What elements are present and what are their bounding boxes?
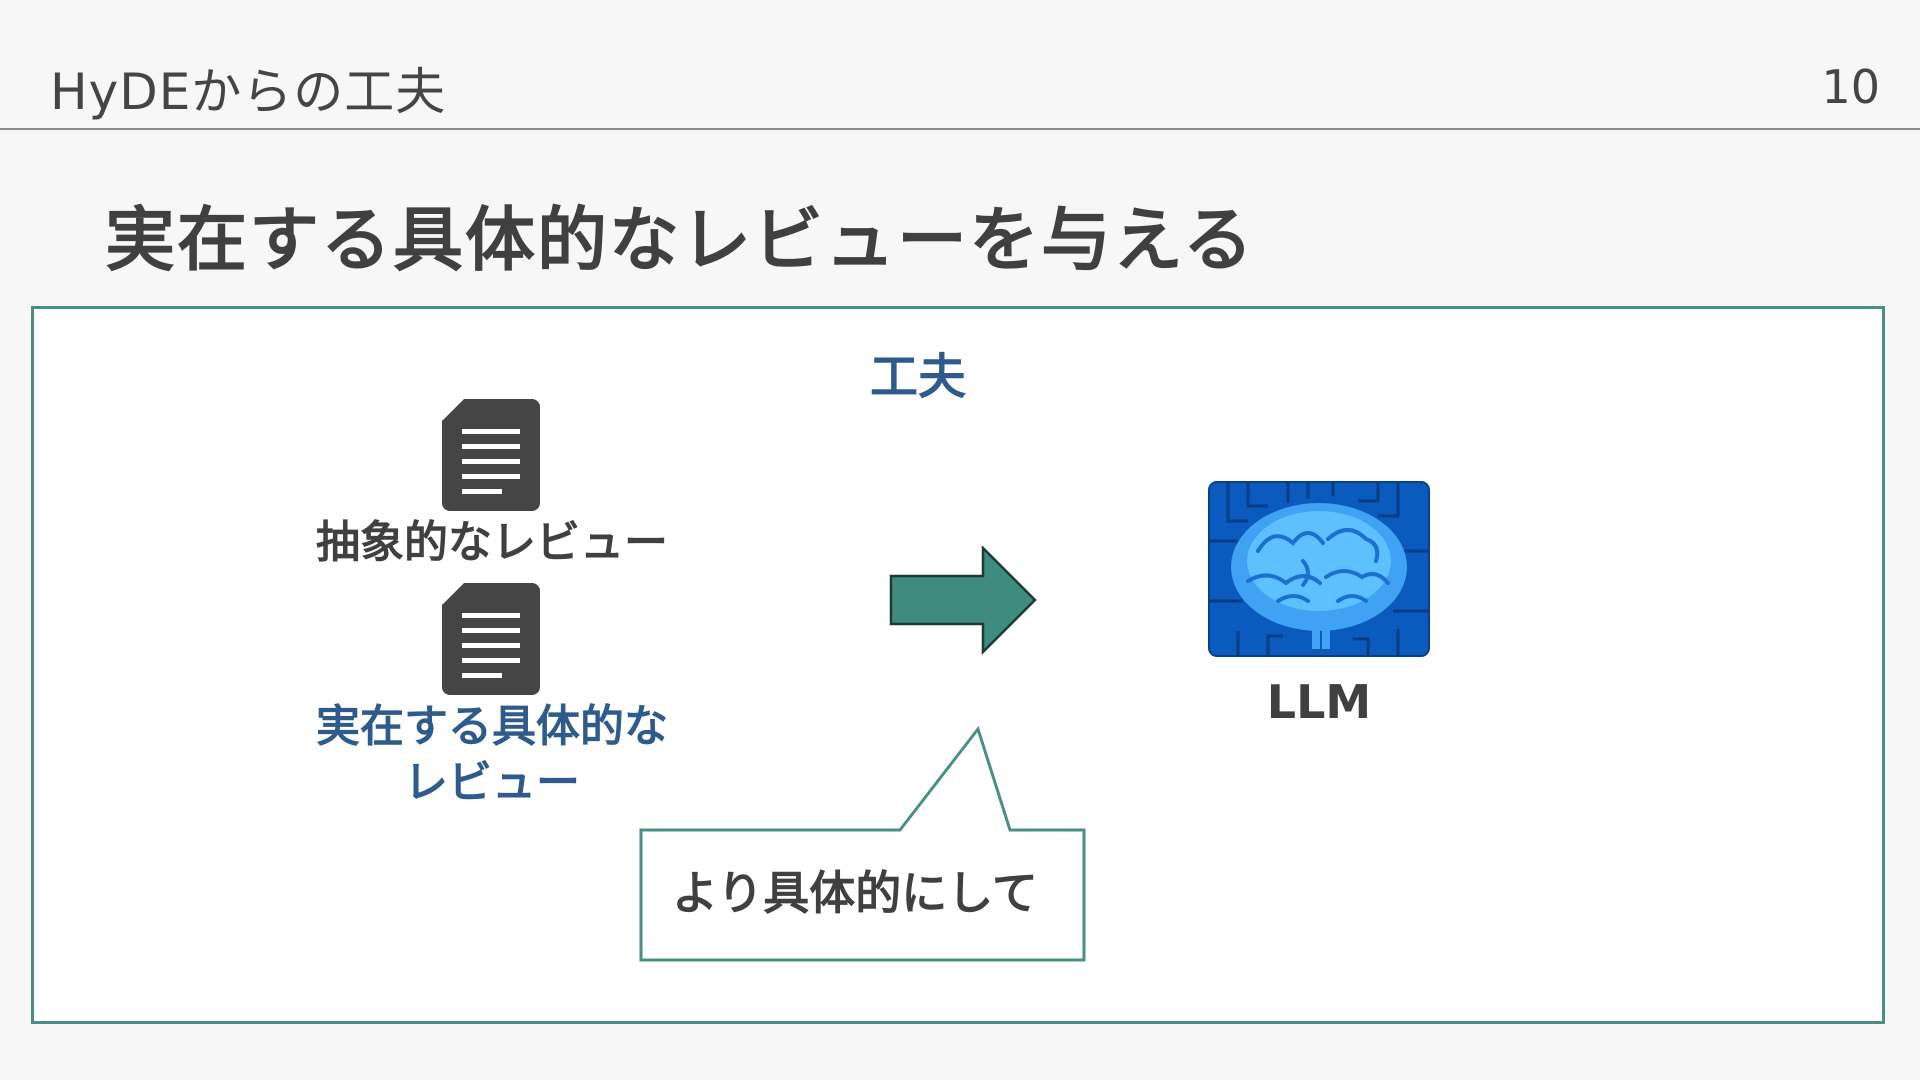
header-title: HyDEからの工夫 bbox=[50, 63, 447, 121]
abstract-review-label: 抽象的なレビュー bbox=[316, 517, 668, 568]
concrete-review-label: 実在する具体的な レビュー bbox=[272, 699, 712, 811]
concrete-review-label-line1: 実在する具体的な bbox=[316, 701, 668, 752]
page-number: 10 bbox=[1821, 60, 1880, 114]
document-icon bbox=[442, 399, 540, 511]
document-icon bbox=[442, 583, 540, 695]
callout-bubble bbox=[639, 725, 1086, 962]
concrete-review-label-line2: レビュー bbox=[404, 757, 580, 808]
panel-title: 工夫 bbox=[869, 349, 966, 405]
brain-chip-icon bbox=[1208, 481, 1430, 657]
llm-label: LLM bbox=[1266, 675, 1372, 729]
callout-text: より具体的にして bbox=[672, 866, 1038, 920]
arrow-right-icon bbox=[889, 546, 1037, 656]
header-divider bbox=[0, 128, 1920, 130]
idea-panel: 工夫 抽象的なレビュー 実在する具体的な レビュー bbox=[31, 306, 1885, 1024]
slide-heading: 実在する具体的なレビューを与える bbox=[105, 199, 1255, 281]
